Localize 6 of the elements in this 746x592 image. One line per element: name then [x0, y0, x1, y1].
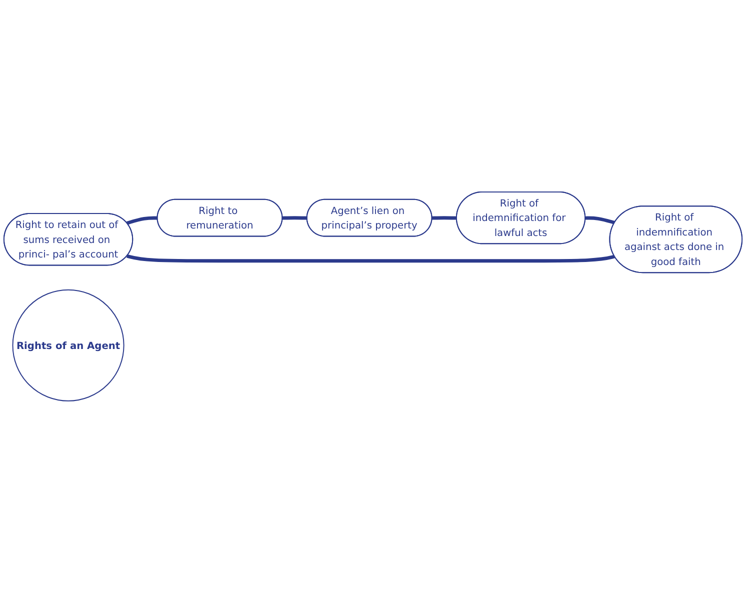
connector: [126, 254, 615, 262]
connector: [432, 216, 457, 220]
node-circle: Rights of an Agent: [12, 288, 124, 401]
connector: [126, 216, 158, 224]
connector: [585, 216, 616, 224]
connector: [282, 216, 308, 220]
